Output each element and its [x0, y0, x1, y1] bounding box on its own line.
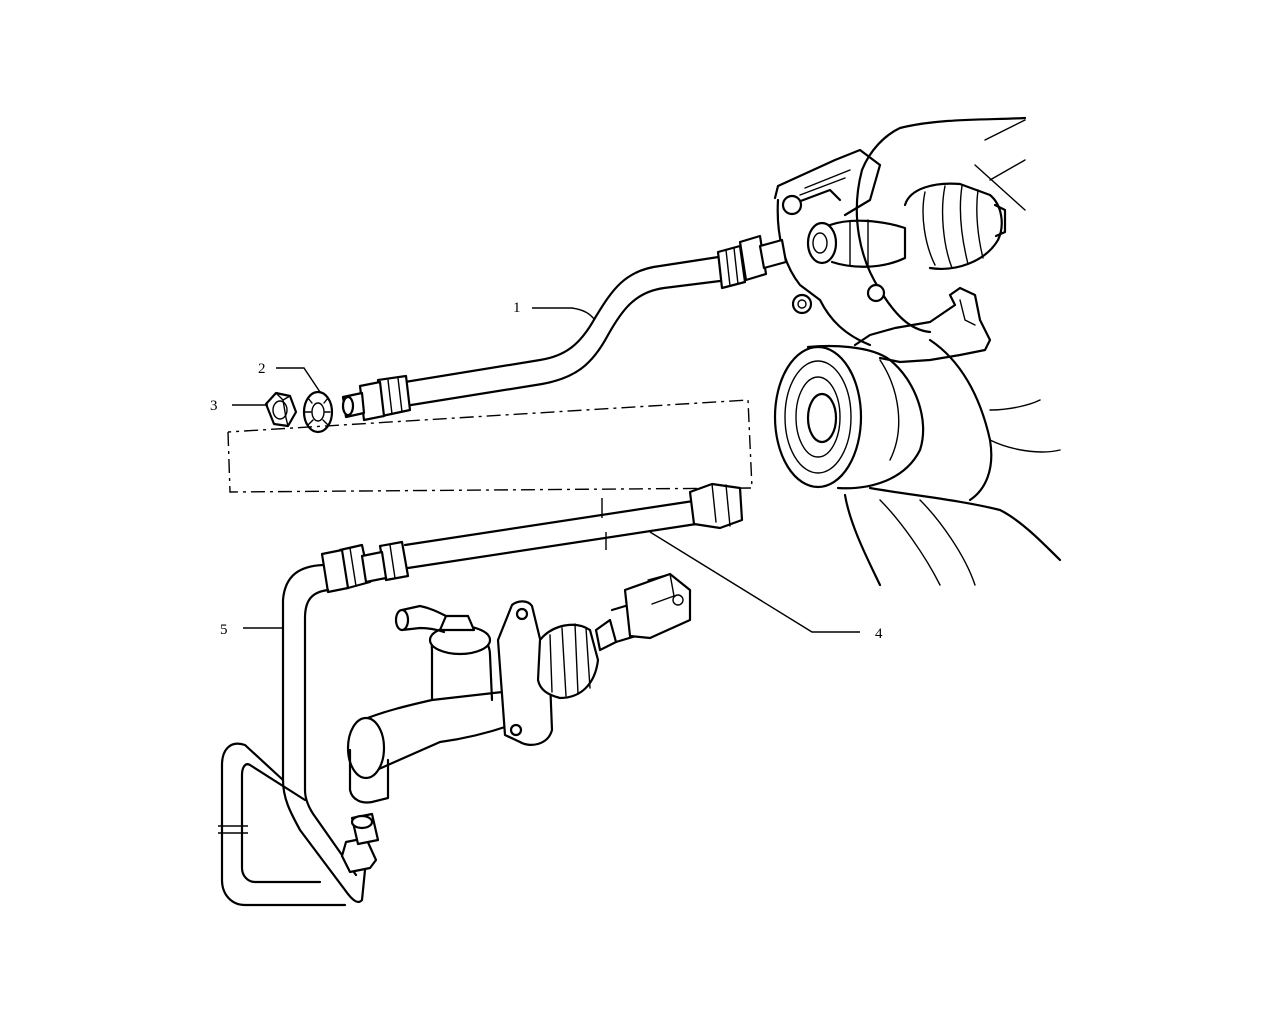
- callout-label-1: 1: [513, 300, 521, 316]
- callout-label-5: 5: [220, 622, 228, 638]
- callout-4: 4: [649, 531, 883, 642]
- fluid-pipe-1: [341, 234, 788, 422]
- fluid-pipe-5: [218, 543, 388, 907]
- callout-label-2: 2: [258, 361, 266, 377]
- lock-washer-2: [302, 390, 334, 434]
- master-cylinder: [346, 572, 692, 804]
- callout-3: 3: [210, 398, 268, 414]
- callout-label-3: 3: [210, 398, 218, 414]
- gearbox-bellhousing: [773, 116, 1062, 587]
- nut-3: [264, 391, 298, 428]
- callout-label-4: 4: [875, 626, 883, 642]
- assembly-line: [227, 399, 753, 493]
- callout-2: 2: [258, 361, 321, 393]
- callout-1: 1: [513, 300, 596, 321]
- fluid-pipe-4: [378, 482, 744, 582]
- callout-5: 5: [220, 622, 283, 638]
